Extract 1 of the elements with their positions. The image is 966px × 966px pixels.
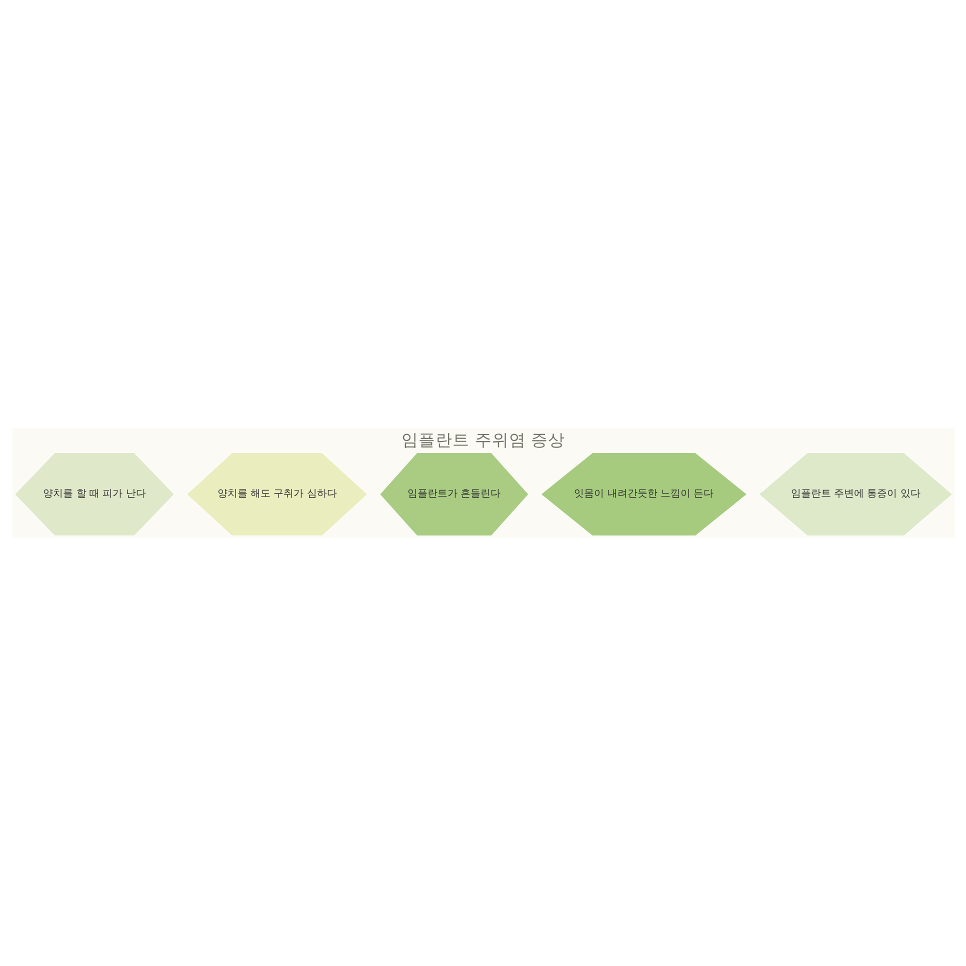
diagram-title: 임플란트 주위염 증상 (401, 430, 565, 450)
